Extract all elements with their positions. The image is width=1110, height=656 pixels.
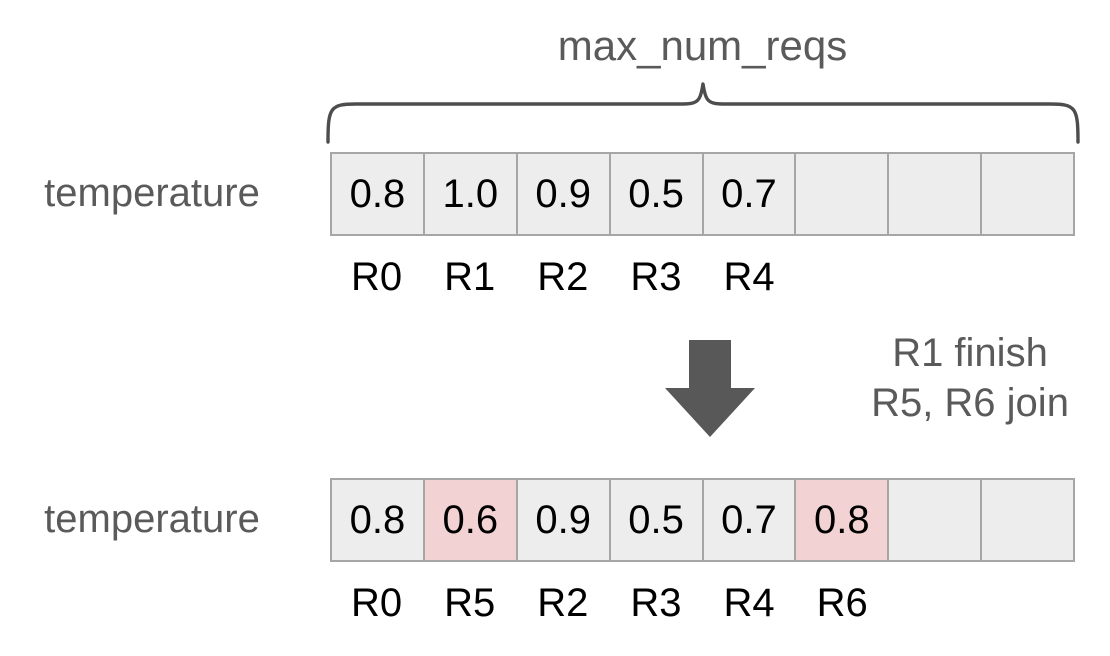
request-id-empty [982,255,1075,299]
down-arrow-icon [665,340,755,437]
buffer-slot [889,480,983,560]
transition-note: R1 finish R5, R6 join [830,328,1110,428]
buffer-slot: 0.8 [332,480,425,560]
request-id-label: R0 [350,581,403,625]
request-id-empty [982,581,1075,625]
buffer-slot [796,154,890,234]
buffer-slot: 0.9 [517,154,611,234]
request-id-label: R0 [350,255,403,299]
request-id-label: R5 [444,581,496,625]
request-id-label: R4 [723,581,775,625]
request-id-label: R3 [630,581,682,625]
request-id-label: R3 [630,255,682,299]
max-num-reqs-label: max_num_reqs [557,22,848,69]
buffer-slot-highlighted: 0.8 [796,480,890,560]
transition-note-line-2: R5, R6 join [871,381,1069,425]
buffer-slot: 0.7 [703,480,797,560]
buffer-slot: 0.8 [332,154,425,234]
request-ids-after: R0 R5 R2 R3 R4 R6 [330,581,1075,625]
request-id-label: R2 [537,581,589,625]
buffer-slot: 0.7 [703,154,797,234]
row-label-temperature-after: temperature [44,497,260,541]
buffer-slot [889,154,983,234]
request-id-empty [796,255,889,299]
capacity-brace-icon [326,82,1080,144]
buffer-slot: 1.0 [424,154,518,234]
request-ids-before: R0 R1 R2 R3 R4 [330,255,1075,299]
request-id-empty [889,581,982,625]
buffer-slot [982,480,1073,560]
row-label-temperature-before: temperature [44,171,260,215]
buffer-slot-highlighted: 0.6 [424,480,518,560]
request-id-label: R2 [537,255,589,299]
request-id-label: R1 [444,255,496,299]
request-id-label: R4 [723,255,775,299]
buffer-slot: 0.5 [610,154,704,234]
request-id-empty [889,255,982,299]
buffer-slot: 0.5 [610,480,704,560]
request-id-label: R6 [816,581,868,625]
buffer-slot: 0.9 [517,480,611,560]
transition-note-line-1: R1 finish [892,331,1048,375]
buffer-slot [982,154,1073,234]
